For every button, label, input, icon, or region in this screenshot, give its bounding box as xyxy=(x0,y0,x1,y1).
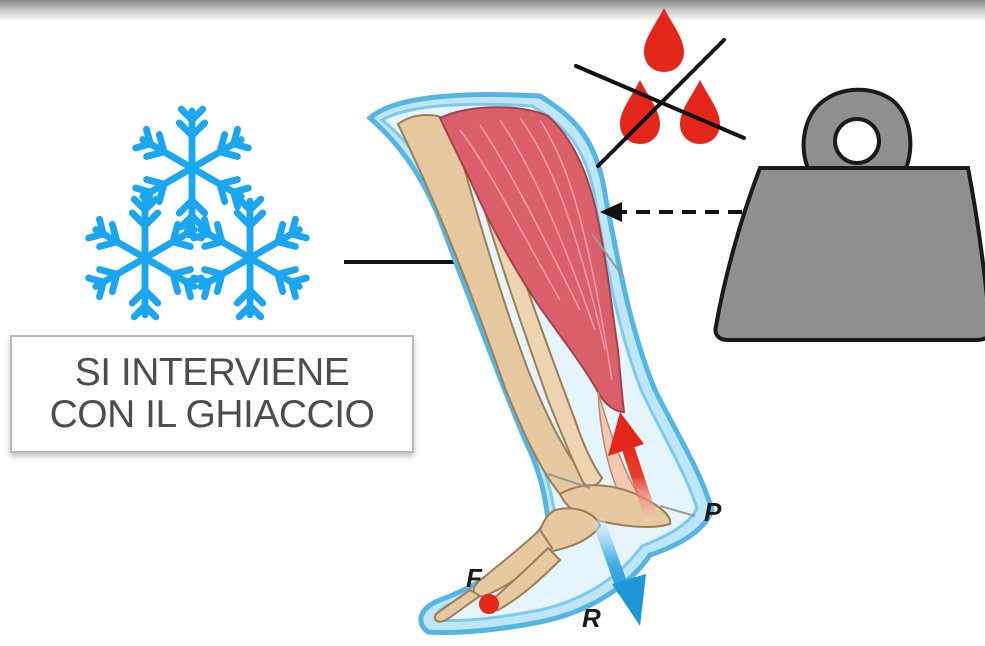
snowflake-icon xyxy=(193,199,308,317)
weight-body xyxy=(716,168,985,340)
blood-drop xyxy=(644,8,684,72)
weight-ring xyxy=(835,119,879,163)
label-f: F xyxy=(466,563,482,594)
weight-icon xyxy=(716,90,985,340)
point-f-marker xyxy=(479,594,499,614)
weight-to-muscle-arrow xyxy=(600,202,742,222)
ice-label-line1: SI INTERVIENE xyxy=(75,352,350,394)
blood-drops-icon xyxy=(620,8,720,144)
snowflake-icon xyxy=(88,199,203,317)
snowflake-icon xyxy=(135,109,250,227)
label-p: P xyxy=(704,497,721,528)
snowflake-cluster-icon xyxy=(88,109,308,317)
label-r: R xyxy=(582,603,601,634)
ice-label-line2: CON IL GHIACCIO xyxy=(50,394,375,436)
leg-illustration xyxy=(370,95,712,633)
ice-treatment-label: SI INTERVIENE CON IL GHIACCIO xyxy=(10,335,414,453)
